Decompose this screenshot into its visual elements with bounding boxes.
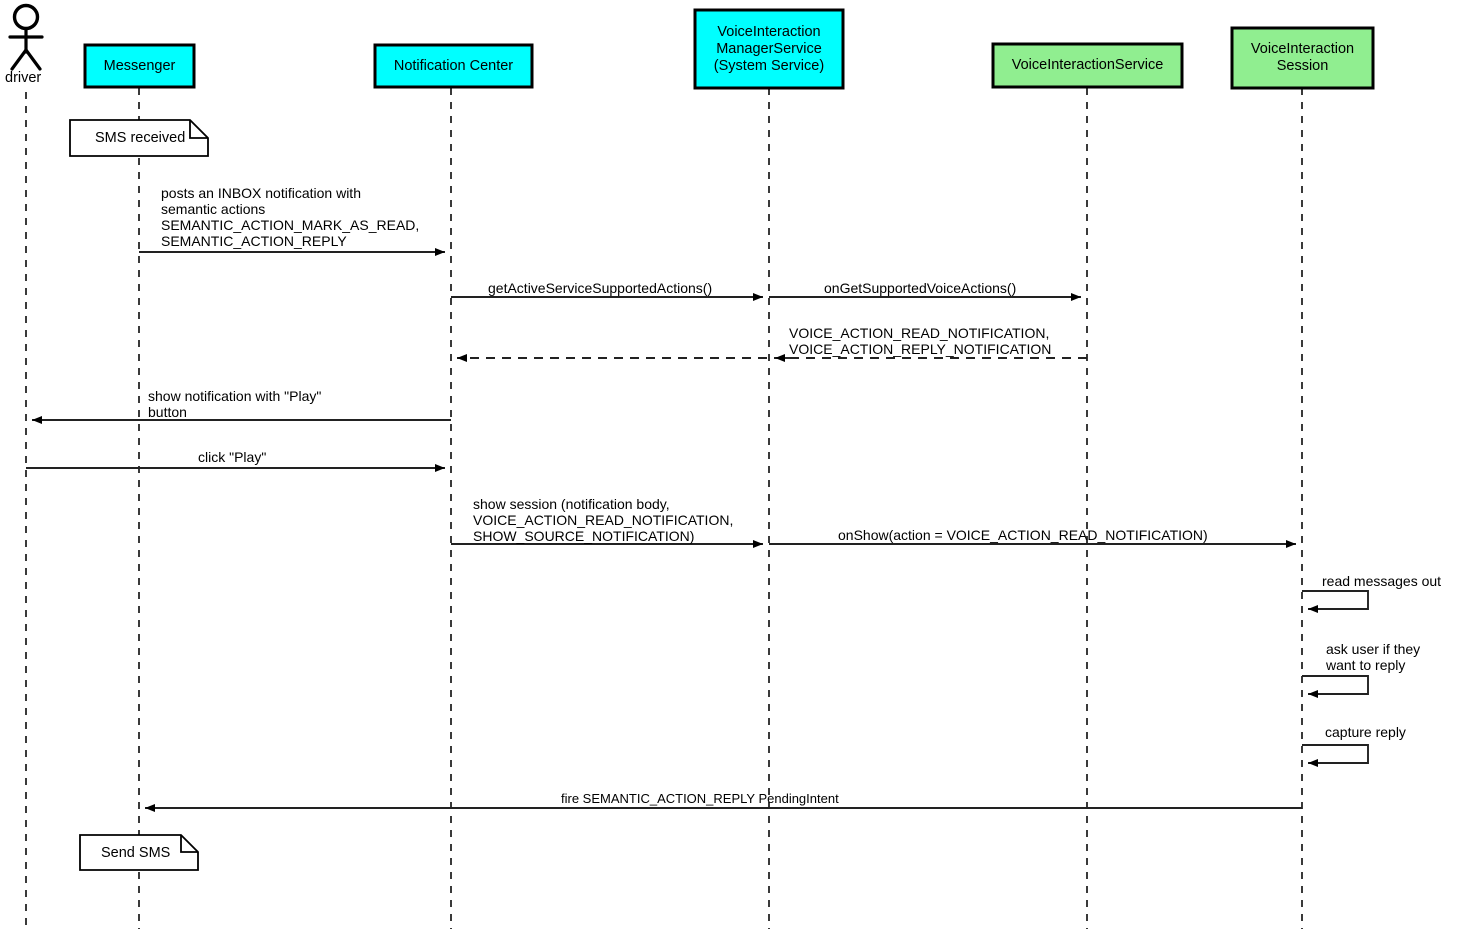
note-shape-send-sms [79, 834, 199, 871]
note-label-send-sms: Send SMS [101, 845, 171, 861]
participant-box-notification-center[interactable] [373, 43, 534, 89]
participant-box-voice-interaction-session[interactable] [1230, 26, 1375, 90]
participant-box-voice-interaction-service[interactable] [991, 42, 1184, 89]
notes-group [69, 119, 209, 871]
participant-boxes-group [83, 8, 1375, 90]
participant-box-voice-interaction-manager-service[interactable] [693, 8, 845, 90]
note-label-sms-received: SMS received [95, 130, 186, 146]
participant-label-voice-interaction-session: VoiceInteraction Session [1250, 41, 1355, 74]
self-call-arrow-ask-user-if-they-want-to-reply[interactable] [1302, 675, 1369, 698]
note-fold-sms-received [189, 120, 208, 139]
self-call-arrow-capture-reply[interactable] [1302, 744, 1369, 767]
participant-label-voice-interaction-service: VoiceInteractionService [1011, 57, 1164, 73]
participant-label-voice-interaction-manager-service: VoiceInteraction ManagerService (System … [713, 23, 825, 74]
driver-actor-icon [8, 3, 44, 71]
note-fold-send-sms [180, 835, 198, 853]
participant-label-notification-center: Notification Center [393, 57, 514, 74]
actor-label-driver: driver [5, 70, 42, 86]
self-call-arrow-read-messages-out[interactable] [1302, 590, 1369, 613]
note-shape-sms-received [69, 119, 209, 157]
self-calls-group [1302, 590, 1369, 767]
participant-label-messenger: Messenger [103, 57, 176, 74]
lifelines-group [25, 88, 1303, 929]
messages-group [26, 248, 1302, 812]
participant-box-messenger[interactable] [83, 43, 196, 89]
